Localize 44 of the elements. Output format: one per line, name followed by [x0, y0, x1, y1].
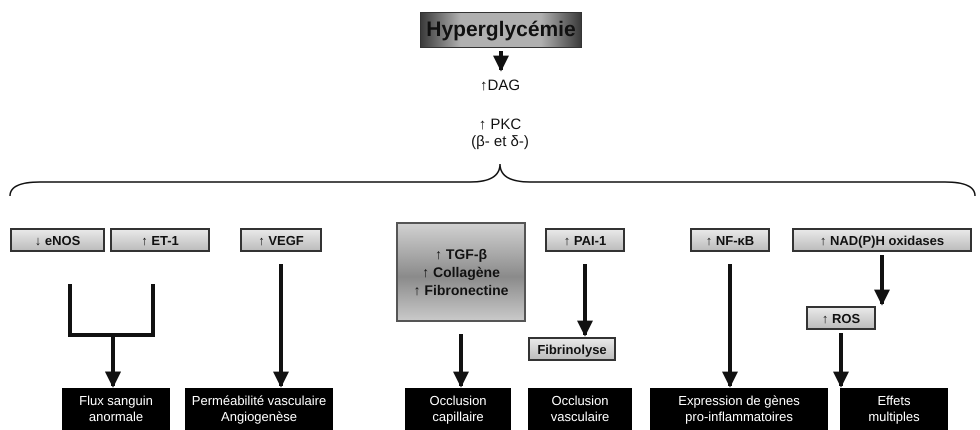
box-label: ↑ ET-1	[141, 232, 179, 248]
arrow	[105, 284, 155, 388]
box-label: Occlusion capillaire	[428, 392, 488, 426]
node-label: (β- et δ-)	[471, 133, 529, 150]
factor-box	[792, 228, 972, 252]
box-label: Perméabilité vasculaire	[192, 392, 326, 409]
box-label: Angiogenèse	[221, 409, 297, 426]
factor-box	[396, 222, 526, 322]
node-label: ↑ PKC	[478, 116, 522, 133]
box-label: ↑ VEGF	[258, 232, 304, 248]
arrow	[453, 334, 469, 388]
factor-box	[545, 228, 625, 252]
box-label: ↑ ROS	[822, 310, 860, 326]
factor-box	[110, 228, 210, 252]
outcome-box	[62, 388, 170, 430]
box-label: Effets multiples	[867, 392, 921, 426]
box-label: Occlusion vasculaire	[550, 392, 610, 426]
outcome-box	[650, 388, 828, 430]
box-label: ↑ TGF-β	[434, 244, 488, 263]
box-label: ↑ Fibronectine	[414, 281, 508, 300]
box-label: ↑ PAI-1	[564, 232, 606, 248]
arrow	[493, 51, 509, 72]
box-label: Fibrinolyse	[537, 342, 607, 356]
outcome-box	[185, 388, 333, 430]
box-label: ↑ Collagène	[422, 262, 500, 282]
box-label: ↑ NAD(P)H oxidases	[820, 232, 944, 248]
box-label: Expression de gènes pro-inflammatoires	[677, 392, 801, 426]
box-label: ↓ eNOS	[34, 232, 80, 248]
arrow	[722, 264, 738, 388]
factor-box	[240, 228, 322, 252]
box-label: ↑ NF-κB	[706, 232, 754, 248]
arrow	[833, 333, 849, 388]
outcome-box	[528, 388, 632, 430]
factor-box	[528, 337, 616, 361]
arrow	[273, 264, 289, 388]
arrow	[874, 255, 890, 306]
factor-box	[690, 228, 770, 252]
factor-box	[10, 228, 105, 252]
outcome-box	[840, 388, 948, 430]
factor-box	[806, 306, 876, 330]
outcome-box	[405, 388, 511, 430]
box-label: Flux sanguin anormale	[78, 392, 154, 426]
arrow	[577, 264, 593, 337]
node-label: ↑DAG	[480, 77, 520, 95]
